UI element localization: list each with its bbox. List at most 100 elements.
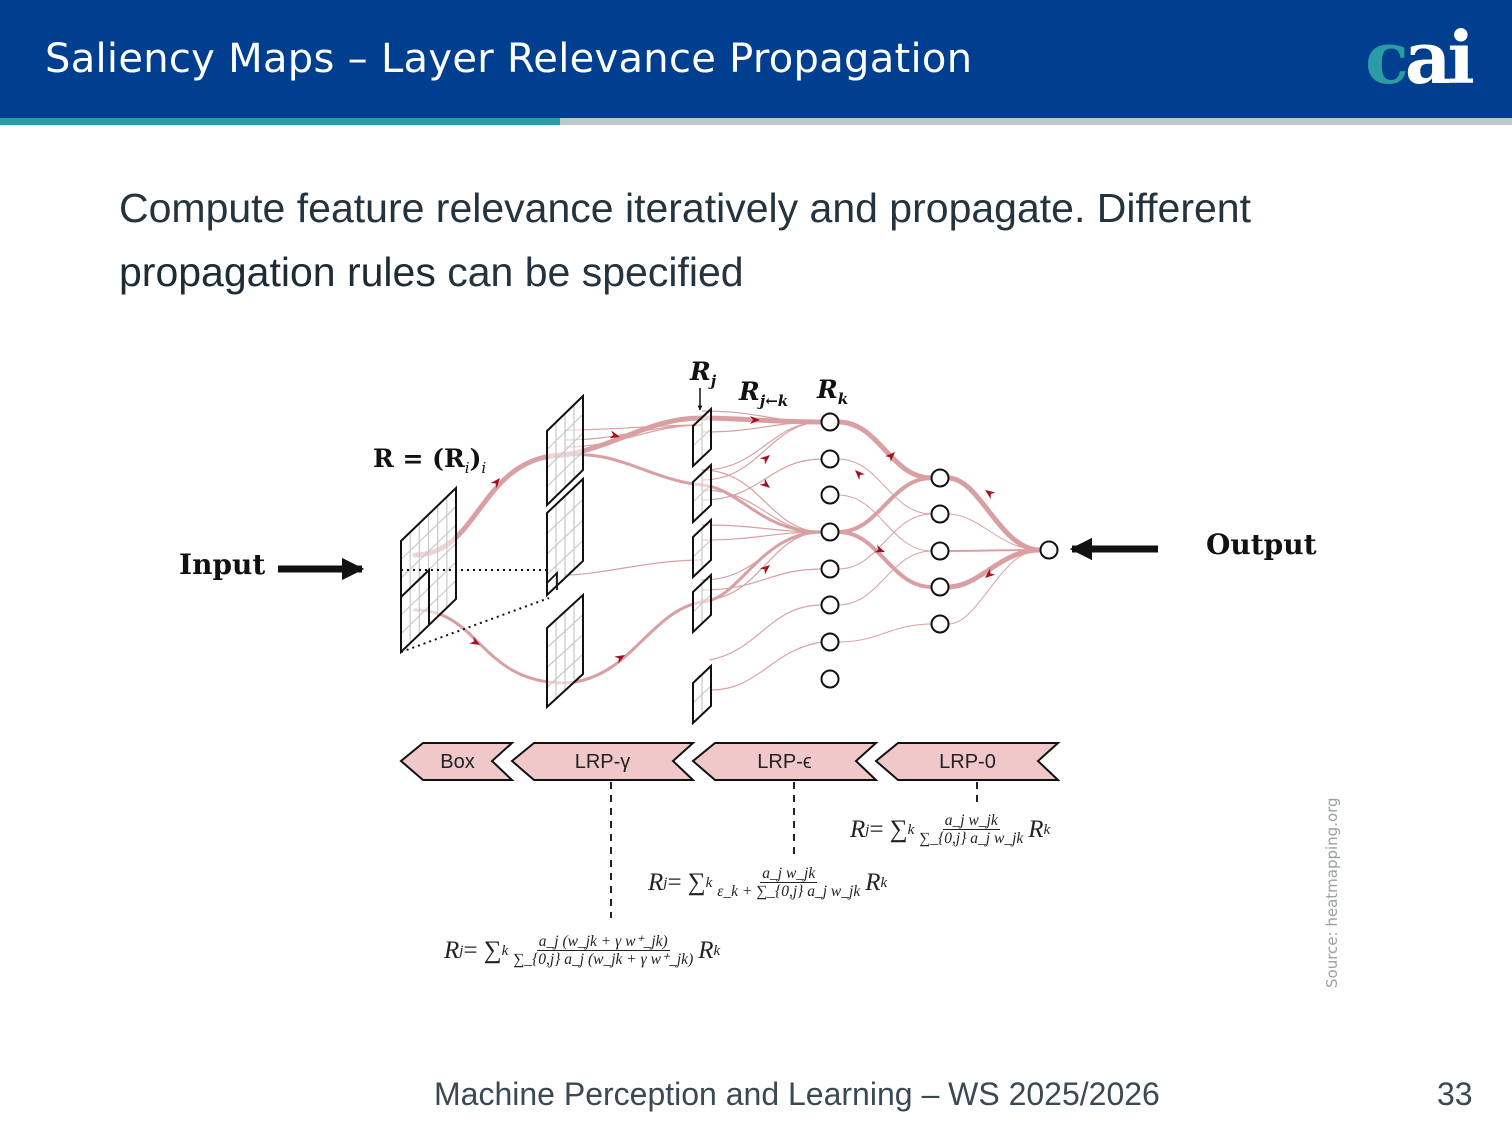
relevance-flow xyxy=(709,641,823,691)
relevance-flow xyxy=(945,475,1043,553)
body-line-1: Compute feature relevance iteratively an… xyxy=(119,185,1251,231)
feature-map xyxy=(692,517,712,580)
relevance-flow xyxy=(563,452,704,487)
grid-line xyxy=(692,484,712,503)
feature-map xyxy=(546,476,584,598)
feature-map-border xyxy=(692,572,712,635)
feature-map xyxy=(692,406,712,469)
source-credit: Source: heatmapping.org xyxy=(1323,797,1341,988)
banner-lrp-0: LRP-0 xyxy=(939,751,996,773)
relevance-flows xyxy=(412,410,1043,691)
relevance-flow xyxy=(700,483,824,534)
flow-arrowhead xyxy=(490,478,500,489)
feature-map-border xyxy=(692,663,712,726)
feature-map xyxy=(546,592,584,710)
neuron xyxy=(820,522,840,542)
relevance-flow xyxy=(701,458,823,501)
output-label: Output xyxy=(1206,528,1317,561)
feature-map-border xyxy=(692,517,712,580)
neuron xyxy=(820,669,840,689)
relevance-flow xyxy=(835,419,935,481)
neuron xyxy=(930,614,950,634)
flow-arrowhead xyxy=(885,452,895,462)
grid-line xyxy=(692,594,712,613)
grid-line xyxy=(692,685,712,704)
grid-line xyxy=(692,428,712,447)
relevance-flow xyxy=(700,530,824,604)
grid-line xyxy=(546,519,584,555)
flow-arrowhead xyxy=(759,478,770,488)
relevance-flow xyxy=(701,469,823,533)
rule-banner xyxy=(399,742,515,781)
feature-map-border xyxy=(546,476,584,598)
flow-arrowhead xyxy=(609,430,620,439)
relevance-flow xyxy=(837,494,933,552)
grid-line xyxy=(546,432,584,469)
header-accent-bar xyxy=(0,118,560,125)
receptive-field xyxy=(546,570,558,590)
rule-banner xyxy=(874,742,1061,781)
banner-box: Box xyxy=(440,751,475,773)
neuron xyxy=(820,559,840,579)
relevance-flow xyxy=(701,568,823,591)
relevance-flow xyxy=(413,608,567,685)
neuron xyxy=(930,468,950,488)
neuron xyxy=(930,541,950,561)
neuron xyxy=(820,632,840,652)
banner-lrp-gamma: LRP-γ xyxy=(574,751,631,773)
rule-banner xyxy=(510,742,696,781)
feature-map xyxy=(546,393,584,508)
feature-maps xyxy=(400,393,712,726)
feature-map xyxy=(692,572,712,635)
flow-arrowhead xyxy=(750,416,760,424)
rjk-label: Rj←k xyxy=(739,377,789,410)
feature-map-border xyxy=(692,462,712,525)
relevance-flow xyxy=(564,424,703,448)
flow-arrowhead xyxy=(759,565,770,575)
output-neuron xyxy=(1039,540,1059,560)
slide-title: Saliency Maps – Layer Relevance Propagat… xyxy=(45,36,973,82)
rule-banners xyxy=(399,742,1061,781)
grid-line xyxy=(546,451,584,487)
relevance-vector-label: R = (Ri)i xyxy=(373,444,487,477)
relevance-flow xyxy=(709,604,823,661)
rk-label: Rk xyxy=(817,375,849,408)
relevance-flow xyxy=(836,530,934,589)
neuron xyxy=(930,504,950,524)
relevance-flow xyxy=(701,421,823,481)
feature-map-border xyxy=(546,393,584,508)
rj-label: Rj xyxy=(690,357,717,390)
neurons xyxy=(820,412,1059,689)
neuron xyxy=(820,485,840,505)
slide-header: Saliency Maps – Layer Relevance Propagat… xyxy=(0,0,1512,118)
flow-arrowhead xyxy=(614,655,625,664)
relevance-flow xyxy=(837,458,933,515)
flow-arrowhead xyxy=(874,544,885,553)
header-divider-bar xyxy=(560,118,1512,125)
neuron xyxy=(820,595,840,615)
banner-lrp-epsilon: LRP-ϵ xyxy=(757,751,812,773)
receptive-field xyxy=(400,567,430,625)
relevance-flow xyxy=(945,547,1043,590)
relevance-flow xyxy=(836,476,934,534)
body-line-2: can be specified xyxy=(435,249,744,295)
relevance-flow xyxy=(837,550,933,606)
flow-arrowhead xyxy=(985,568,996,578)
neuron xyxy=(930,577,950,597)
relevance-flow xyxy=(699,415,825,425)
page-number: 33 xyxy=(1437,1076,1473,1112)
neuron xyxy=(820,449,840,469)
grid-line xyxy=(546,653,584,688)
body-text: Compute feature relevance iteratively an… xyxy=(119,176,1251,304)
feature-map-border xyxy=(692,406,712,469)
feature-map-border xyxy=(546,592,584,710)
relevance-flow xyxy=(564,559,703,576)
receptive-field-line xyxy=(400,597,550,653)
flow-arrowhead xyxy=(759,455,770,465)
input-label: Input xyxy=(179,548,266,581)
grid-line xyxy=(546,634,584,668)
